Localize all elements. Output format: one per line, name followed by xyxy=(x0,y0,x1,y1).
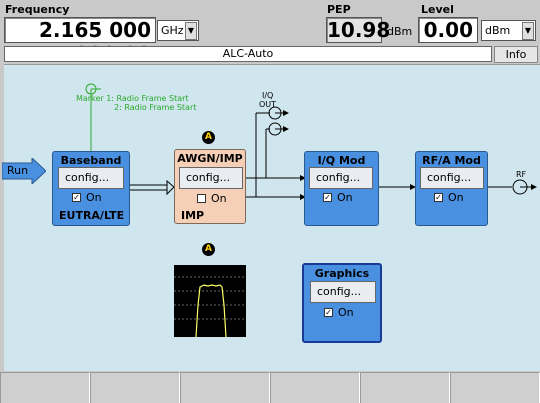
marker-line-2: 2: Radio Frame Start xyxy=(114,103,197,112)
marker-line-1: Marker 1: Radio Frame Start xyxy=(76,94,189,103)
baseband-on-checkbox[interactable]: ✓ xyxy=(72,193,81,202)
softkey-2[interactable] xyxy=(90,372,180,403)
graphics-on-label: On xyxy=(338,306,354,319)
level-label: Level xyxy=(421,3,454,16)
iq-mod-block[interactable]: I/Q Mod config... ✓ On xyxy=(304,151,379,226)
signal-connections xyxy=(85,83,537,200)
chevron-down-icon[interactable]: ▼ xyxy=(185,22,197,40)
run-arrow-icon[interactable]: Run xyxy=(1,156,47,188)
pep-label: PEP xyxy=(327,3,351,16)
softkey-6[interactable] xyxy=(450,372,540,403)
iq-out-label-1: I/Q xyxy=(262,91,274,100)
graphics-title: Graphics xyxy=(314,267,370,280)
info-button[interactable]: Info xyxy=(494,46,538,63)
frequency-unit-label: GHz xyxy=(161,24,184,37)
baseband-standard-label: EUTRA/LTE xyxy=(59,209,125,222)
pep-unit-label: dBm xyxy=(387,25,413,38)
awgn-title: AWGN/IMP xyxy=(177,152,243,165)
baseband-title: Baseband xyxy=(60,154,122,167)
option-a-badge-icon: A xyxy=(202,243,215,256)
frequency-unit-select[interactable]: GHz ▼ xyxy=(157,20,199,41)
rfa-mod-block[interactable]: RF/A Mod config... ✓ On xyxy=(415,151,488,226)
awgn-block[interactable]: AWGN/IMP config... On IMP xyxy=(174,149,246,224)
baseband-block[interactable]: Baseband config... ✓ On EUTRA/LTE xyxy=(52,151,130,226)
softkey-4[interactable] xyxy=(270,372,360,403)
softkey-5[interactable] xyxy=(360,372,450,403)
pep-value-display: 10.98 xyxy=(326,17,391,43)
rfa-mod-on-label: On xyxy=(448,191,464,204)
baseband-on-label: On xyxy=(86,191,102,204)
frequency-value-field[interactable]: 2.165 000 000 00 xyxy=(4,17,156,66)
run-label: Run xyxy=(7,164,29,177)
alc-status-bar: ALC-Auto xyxy=(4,46,492,62)
iq-mod-on-checkbox[interactable]: ✓ xyxy=(323,193,332,202)
iq-out-label-2: OUT xyxy=(259,100,277,109)
awgn-on-label: On xyxy=(211,192,227,205)
rfa-mod-on-checkbox[interactable]: ✓ xyxy=(434,193,443,202)
graphics-config-button[interactable]: config... xyxy=(310,281,376,303)
frequency-label: Frequency xyxy=(5,3,70,16)
rf-output-label: RF xyxy=(516,170,527,179)
spectrum-trace-icon xyxy=(174,276,246,338)
rfa-mod-config-button[interactable]: config... xyxy=(420,167,484,189)
spectrum-preview[interactable] xyxy=(174,265,246,338)
chevron-down-icon[interactable]: ▼ xyxy=(522,22,534,40)
level-value-field[interactable]: 0.00 xyxy=(418,17,478,43)
graphics-on-checkbox[interactable]: ✓ xyxy=(324,308,333,317)
header-bar: Frequency 2.165 000 000 00 GHz ▼ PEP 10.… xyxy=(0,0,540,66)
level-unit-label: dBm xyxy=(485,24,511,37)
softkey-bar xyxy=(0,372,540,403)
awgn-imp-label: IMP xyxy=(181,209,205,222)
iq-mod-on-label: On xyxy=(337,191,353,204)
softkey-1[interactable] xyxy=(0,372,90,403)
block-diagram: Run Marker 1: Radio Frame Start 2: Radio… xyxy=(1,64,540,371)
rfa-mod-title: RF/A Mod xyxy=(422,154,481,167)
awgn-config-button[interactable]: config... xyxy=(179,167,243,189)
awgn-on-checkbox[interactable] xyxy=(197,194,206,203)
option-a-badge-icon: A xyxy=(202,131,215,144)
graphics-block[interactable]: Graphics config... ✓ On xyxy=(302,263,382,343)
baseband-config-button[interactable]: config... xyxy=(58,167,124,189)
softkey-3[interactable] xyxy=(180,372,270,403)
level-unit-select[interactable]: dBm ▼ xyxy=(481,20,536,41)
iq-mod-title: I/Q Mod xyxy=(317,154,366,167)
iq-mod-config-button[interactable]: config... xyxy=(309,167,373,189)
